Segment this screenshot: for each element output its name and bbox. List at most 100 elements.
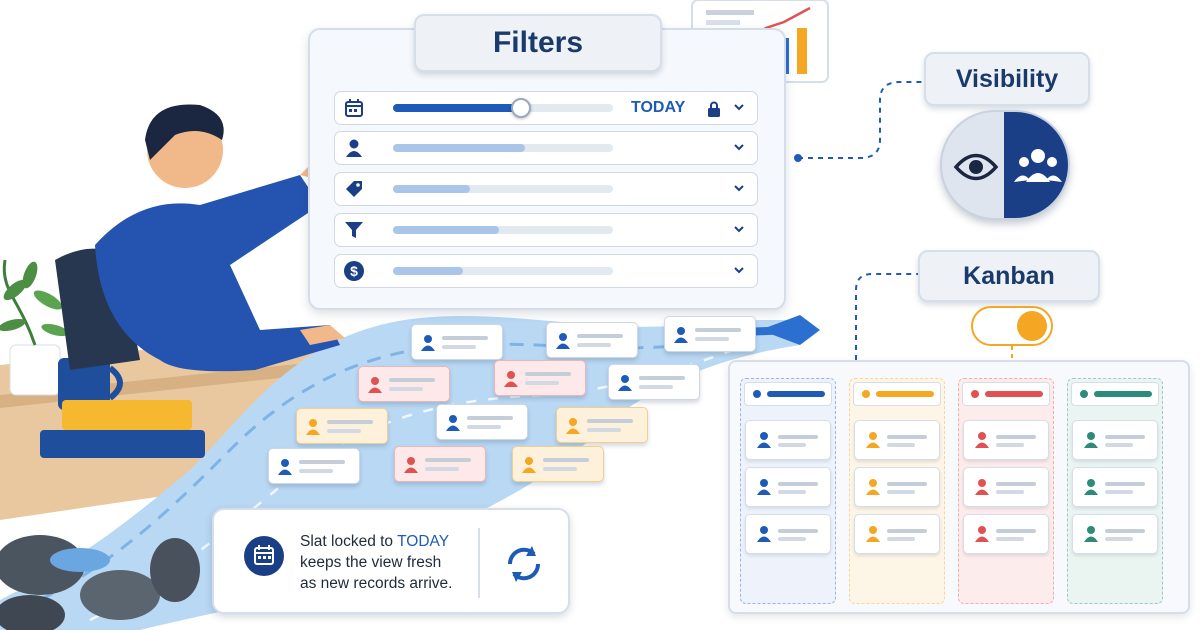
person-icon [674,327,688,343]
stream-flow-line [39,333,741,602]
info-line3: as new records arrive. [300,575,453,592]
chevron-down-icon[interactable] [733,222,745,236]
kanban-card[interactable] [963,420,1049,460]
filter-row-calendar[interactable]: TODAY [334,91,758,125]
kanban-toggle-switch[interactable] [971,306,1053,346]
calendar-icon [244,536,284,576]
person-icon [556,333,570,349]
person-icon [368,377,382,393]
kanban-column-header [853,382,941,406]
kanban-title: Kanban [918,250,1100,302]
record-card [494,360,586,396]
chevron-down-icon[interactable] [733,100,745,114]
kanban-card[interactable] [854,420,940,460]
dollar-icon: $ [335,254,373,288]
kanban-card[interactable] [1072,514,1158,554]
kanban-column-header [744,382,832,406]
kanban-card[interactable] [1072,420,1158,460]
filters-title: Filters [414,14,662,72]
person-hair [145,104,224,160]
person-hand [300,325,345,345]
date-slider-knob[interactable] [510,98,531,118]
leaf [22,261,38,289]
person-icon [335,131,373,165]
refresh-icon[interactable] [502,542,546,586]
leaf [0,318,26,332]
record-card [608,364,700,400]
person-icon [446,415,460,431]
person-icon [404,457,418,473]
kanban-card[interactable] [745,514,831,554]
kanban-card[interactable] [963,467,1049,507]
filter-row-person[interactable] [334,131,758,165]
person-icon [757,479,771,495]
filter-track [393,185,613,193]
book [40,430,205,458]
filter-row-tag[interactable] [334,172,758,206]
person-icon [757,432,771,448]
rock [80,570,160,620]
kanban-card[interactable] [963,514,1049,554]
kanban-card[interactable] [854,514,940,554]
record-card [512,446,604,482]
record-card [358,366,450,402]
leaf [41,323,69,337]
leaf [3,279,27,301]
visibility-toggle[interactable] [940,110,1070,220]
person-icon [278,459,292,475]
filter-track-fill [393,226,499,234]
leaf [33,290,63,310]
record-card [436,404,528,440]
tag-icon [335,172,373,206]
kanban-card[interactable] [1072,467,1158,507]
switch-knob [1017,311,1047,341]
person-icon [975,526,989,542]
record-card [411,324,503,360]
plant-pot [9,344,61,396]
kanban-card[interactable] [745,467,831,507]
funnel-icon [335,213,373,247]
coffee-mug [58,358,110,410]
filter-row-funnel[interactable] [334,213,758,247]
person-icon [1084,432,1098,448]
calendar-icon [335,91,373,125]
record-card [394,446,486,482]
divider [478,528,480,598]
person-icon [566,418,580,434]
info-text: Slat locked to TODAY keeps the view fres… [300,531,452,594]
kanban-card[interactable] [745,420,831,460]
record-card [556,407,648,443]
filter-row-dollar[interactable]: $ [334,254,758,288]
chevron-down-icon[interactable] [733,263,745,277]
person-icon [866,526,880,542]
person-body [95,175,340,372]
info-callout: Slat locked to TODAY keeps the view fres… [212,508,570,614]
chevron-down-icon[interactable] [733,181,745,195]
info-line2: keeps the view fresh [300,554,442,571]
chevron-down-icon[interactable] [733,140,745,154]
record-card [546,322,638,358]
kanban-card[interactable] [854,467,940,507]
info-today-highlight: TODAY [397,533,450,550]
svg-text:$: $ [350,263,358,279]
connector-visibility [798,81,924,159]
today-label: TODAY [631,99,686,116]
book [62,400,192,430]
person-icon [866,479,880,495]
filter-track-fill [393,267,464,275]
info-line1-prefix: Slat locked to [300,533,398,550]
lock-icon[interactable] [707,101,721,122]
filter-track-fill [393,144,525,152]
rock [150,538,200,602]
kanban-column-header [1071,382,1159,406]
person-icon [1084,526,1098,542]
kanban-column-header [962,382,1050,406]
group-icon [1014,149,1062,182]
pond-water [50,548,110,572]
record-card [664,316,756,352]
person-icon [975,479,989,495]
person-icon [421,335,435,351]
filter-track-fill [393,104,521,112]
visibility-active-half [1004,112,1068,218]
